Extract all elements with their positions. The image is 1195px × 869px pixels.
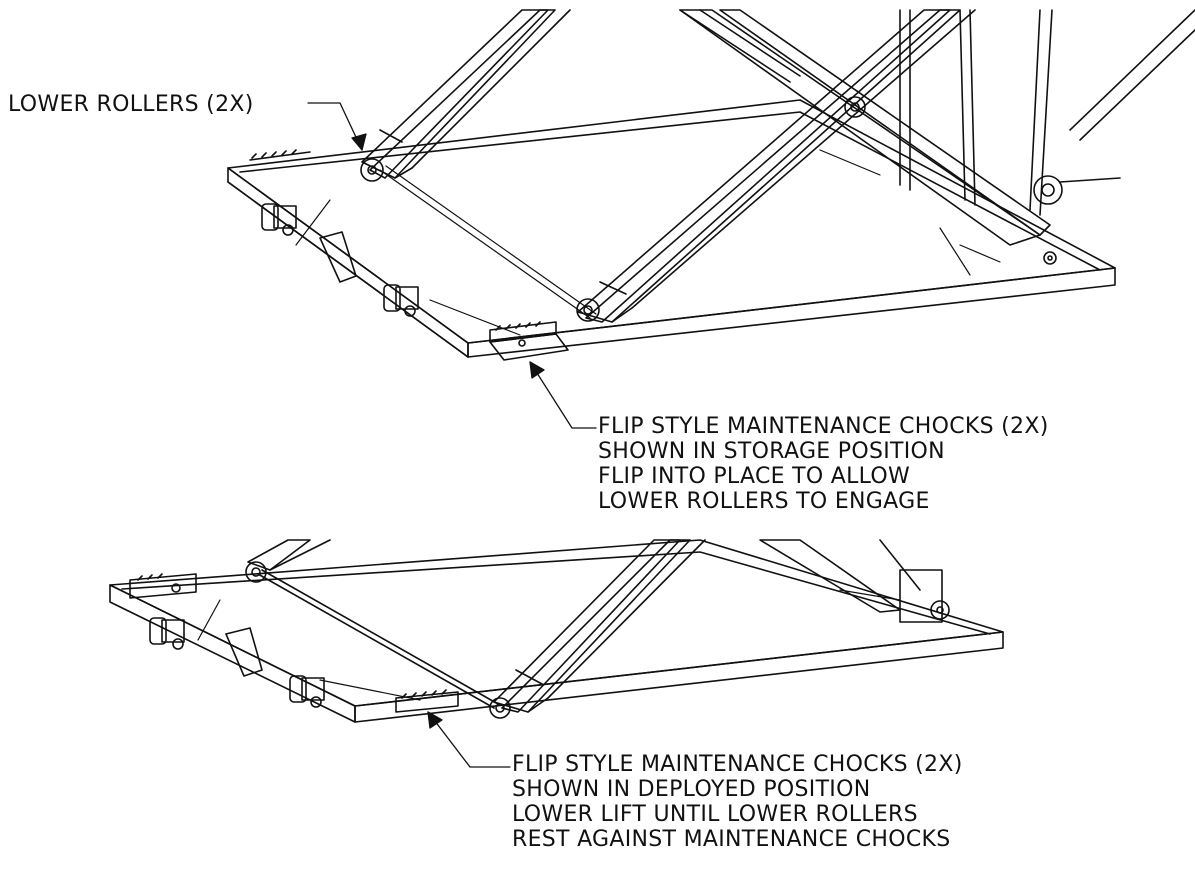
lower-rollers-label: LOWER ROLLERS (2X) [8, 92, 254, 117]
side-bracket-top [319, 231, 357, 283]
leader-deployed-chock [427, 711, 511, 768]
side-caster-1-top [261, 203, 297, 236]
storage-callout-line3: FLIP INTO PLACE TO ALLOW [598, 464, 911, 489]
front-chock-bottom [129, 573, 197, 599]
leader-storage-chock [529, 361, 597, 429]
rear-roller-bottom [899, 569, 950, 623]
scissor-pivot-top [844, 96, 866, 118]
left-scissor-arm-bottom [247, 539, 331, 571]
deployed-callout-line4: REST AGAINST MAINTENANCE CHOCKS [512, 827, 951, 852]
lower-roller-right-bottom [489, 697, 511, 719]
rear-uprights-top [899, 9, 1195, 216]
lower-rollers-text: LOWER ROLLERS (2X) [8, 92, 254, 117]
left-scissor-arm-top [361, 9, 571, 179]
right-scissor-arm-bottom [493, 539, 706, 713]
lower-roller-right-top [576, 298, 600, 322]
cross-arm-top [679, 9, 1051, 246]
leader-lower-rollers [307, 102, 367, 151]
lower-roller-left-bottom [245, 561, 267, 583]
top-platform-edge [679, 9, 801, 83]
maintenance-chock-storage [489, 321, 569, 361]
lift-top-view [227, 9, 1195, 361]
storage-callout-line4: LOWER ROLLERS TO ENGAGE [598, 489, 930, 514]
side-caster-1-bottom [149, 617, 185, 650]
rear-wheel-top [1033, 175, 1121, 265]
side-caster-2-top [383, 284, 419, 317]
push-rod-bottom [257, 569, 499, 709]
base-frame-top [227, 99, 1116, 358]
interior-lines-top [295, 149, 1001, 336]
storage-chocks-callout: FLIP STYLE MAINTENANCE CHOCKS (2X) SHOWN… [598, 414, 1049, 514]
right-scissor-arm-top [577, 9, 976, 323]
lower-roller-left-top [360, 158, 384, 182]
deployed-callout-line3: LOWER LIFT UNTIL LOWER ROLLERS [512, 802, 918, 827]
maintenance-chock-deployed [395, 689, 459, 713]
side-bracket-bottom [225, 627, 263, 677]
deployed-callout-line2: SHOWN IN DEPLOYED POSITION [512, 777, 871, 802]
storage-callout-line1: FLIP STYLE MAINTENANCE CHOCKS (2X) [598, 414, 1049, 439]
side-caster-2-bottom [289, 675, 325, 708]
deployed-chocks-callout: FLIP STYLE MAINTENANCE CHOCKS (2X) SHOWN… [512, 752, 963, 852]
storage-callout-line2: SHOWN IN STORAGE POSITION [598, 439, 945, 464]
deployed-callout-line1: FLIP STYLE MAINTENANCE CHOCKS (2X) [512, 752, 963, 777]
lift-bottom-view [109, 539, 1004, 723]
base-frame-bottom [109, 539, 1004, 723]
